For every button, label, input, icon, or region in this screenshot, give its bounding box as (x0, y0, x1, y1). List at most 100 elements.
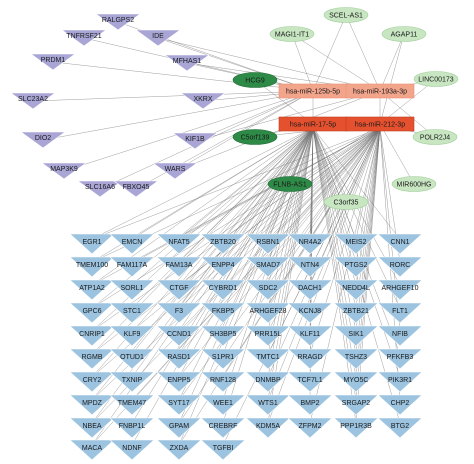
target-node-pfkfb3: PFKFB3 (377, 348, 423, 370)
node-label: KDM5A (256, 423, 280, 430)
network-edge (379, 78, 437, 125)
target-triangle-shape (156, 394, 202, 416)
target-node-rsbn1: RSBN1 (245, 233, 291, 255)
target-triangle-shape (245, 302, 291, 324)
target-triangle-shape (333, 325, 379, 347)
target-triangle-shape (333, 371, 379, 393)
target-node-ptgs2: PTGS2 (333, 256, 379, 278)
lncrna-ellipse-shape (381, 26, 427, 42)
target-node-wee1: WEE1 (200, 394, 246, 416)
network-edge (355, 127, 381, 240)
lncrna-ellipse-shape (232, 129, 278, 145)
target-triangle-shape (287, 371, 333, 393)
target-triangle-shape (30, 53, 76, 71)
network-edge (52, 61, 314, 92)
target-node-ctgf: CTGF (156, 279, 202, 301)
node-label: TMEM100 (76, 262, 108, 269)
target-node-crebrf: CREBRF (200, 417, 246, 439)
target-node-myo5c: MYO5C (333, 371, 379, 393)
target-triangle-shape (69, 439, 115, 461)
node-label: NBEA (82, 423, 101, 430)
target-triangle-shape (287, 394, 333, 416)
node-label: SMAD7 (256, 262, 280, 269)
target-triangle-shape (69, 279, 115, 301)
target-triangle-shape (109, 233, 155, 255)
network-edge (267, 127, 381, 332)
network-edge (91, 127, 381, 309)
target-node-syt17: SYT17 (156, 394, 202, 416)
node-label: SLC23A2 (18, 96, 48, 103)
target-node-zbtb20: ZBTB20 (200, 233, 246, 255)
network-edge (379, 127, 401, 332)
node-label: DACH1 (298, 285, 322, 292)
node-label: PTGS2 (345, 262, 368, 269)
target-triangle-shape (287, 417, 333, 439)
target-triangle-shape (377, 256, 423, 278)
node-label: ARHGEF10 (382, 285, 419, 292)
target-node-cry2: CRY2 (69, 371, 115, 393)
target-node-nedd4l: NEDD4L (333, 279, 379, 301)
network-edge (312, 14, 347, 92)
node-label: TMTC1 (256, 354, 279, 361)
target-node-rasd1: RASD1 (156, 348, 202, 370)
node-label: MACA (82, 445, 103, 452)
target-triangle-shape (109, 348, 155, 370)
target-node-arhgef10: ARHGEF10 (377, 279, 423, 301)
node-label: NFIB (392, 331, 408, 338)
lncrna-ellipse-shape (413, 71, 459, 87)
node-label: TXNIP (122, 377, 143, 384)
lncrna-node-flnb-as1: FLNB-AS1 (267, 176, 313, 192)
network-edge (194, 90, 314, 142)
node-label: RRAGD (297, 354, 322, 361)
target-triangle-shape (109, 417, 155, 439)
target-node-fam13a: FAM13A (156, 256, 202, 278)
target-node-maca: MACA (69, 439, 115, 461)
network-edge (355, 127, 381, 332)
target-node-smad7: SMAD7 (245, 256, 291, 278)
target-triangle-shape (200, 348, 246, 370)
target-node-ntn4: NTN4 (287, 256, 333, 278)
node-label: S1PR1 (212, 354, 234, 361)
target-triangle-shape (333, 417, 379, 439)
target-node-tnfrsf21: TNFRSF21 (61, 29, 107, 47)
node-label: NDNF (122, 445, 141, 452)
target-triangle-shape (156, 279, 202, 301)
mirna-node-hsa-mir-212-3p: hsa-miR-212-3p (345, 116, 415, 132)
target-triangle-shape (200, 302, 246, 324)
node-label: SRGAP2 (342, 400, 371, 407)
node-label: CRY2 (83, 377, 102, 384)
target-node-enpp5: ENPP5 (156, 371, 202, 393)
network-edge (291, 33, 381, 92)
node-label: BTG2 (391, 423, 409, 430)
lncrna-ellipse-shape (323, 194, 369, 210)
target-triangle-shape (109, 279, 155, 301)
network-edge (178, 127, 381, 309)
target-triangle-shape (156, 325, 202, 347)
network-edge (63, 90, 314, 172)
target-triangle-shape (10, 92, 56, 110)
node-label: PRDM1 (41, 57, 66, 64)
node-label: F3 (175, 308, 183, 315)
target-node-tmem100: TMEM100 (69, 256, 115, 278)
target-triangle-shape (152, 162, 198, 180)
target-triangle-shape (245, 256, 291, 278)
target-node-flt1: FLT1 (377, 302, 423, 324)
target-triangle-shape (180, 92, 226, 110)
network-edge (312, 127, 401, 309)
network-edge (267, 127, 314, 332)
target-node-kif1b: KIF1B (172, 132, 218, 150)
node-label: ARHGEF28 (250, 308, 287, 315)
target-triangle-shape (333, 233, 379, 255)
node-label: KCNJ8 (299, 308, 321, 315)
network-edge (379, 33, 405, 92)
target-node-tcf7l1: TCF7L1 (287, 371, 333, 393)
target-triangle-shape (164, 54, 210, 72)
node-label: PRR15L (255, 331, 282, 338)
network-edge (312, 127, 401, 240)
node-label: RSBN1 (256, 239, 279, 246)
node-label: MYO5C (344, 377, 369, 384)
target-node-cnn1: CNN1 (377, 233, 423, 255)
target-node-ide: IDE (135, 29, 181, 47)
target-node-fbxo45: FBXO45 (113, 180, 159, 198)
network-edge (135, 90, 314, 190)
